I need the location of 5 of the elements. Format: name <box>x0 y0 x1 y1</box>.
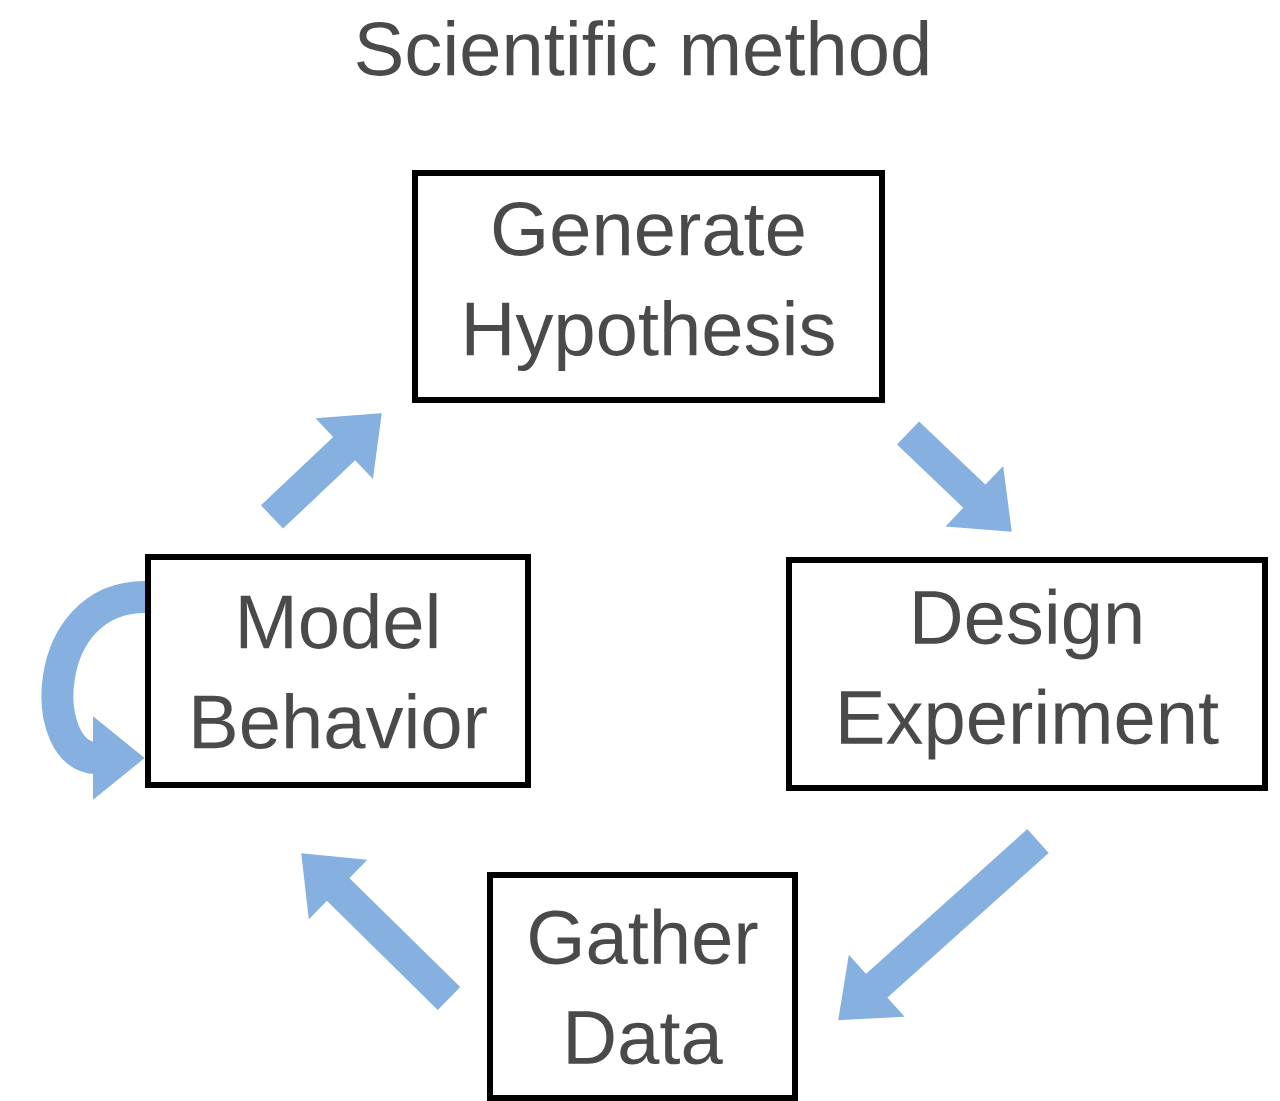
process-box: Generate Hypothesis <box>412 170 885 403</box>
process-box: Model Behavior <box>145 554 531 788</box>
process-box: Design Experiment <box>786 557 1268 791</box>
process-box: Gather Data <box>487 872 798 1101</box>
title: Scientific method <box>357 20 928 76</box>
